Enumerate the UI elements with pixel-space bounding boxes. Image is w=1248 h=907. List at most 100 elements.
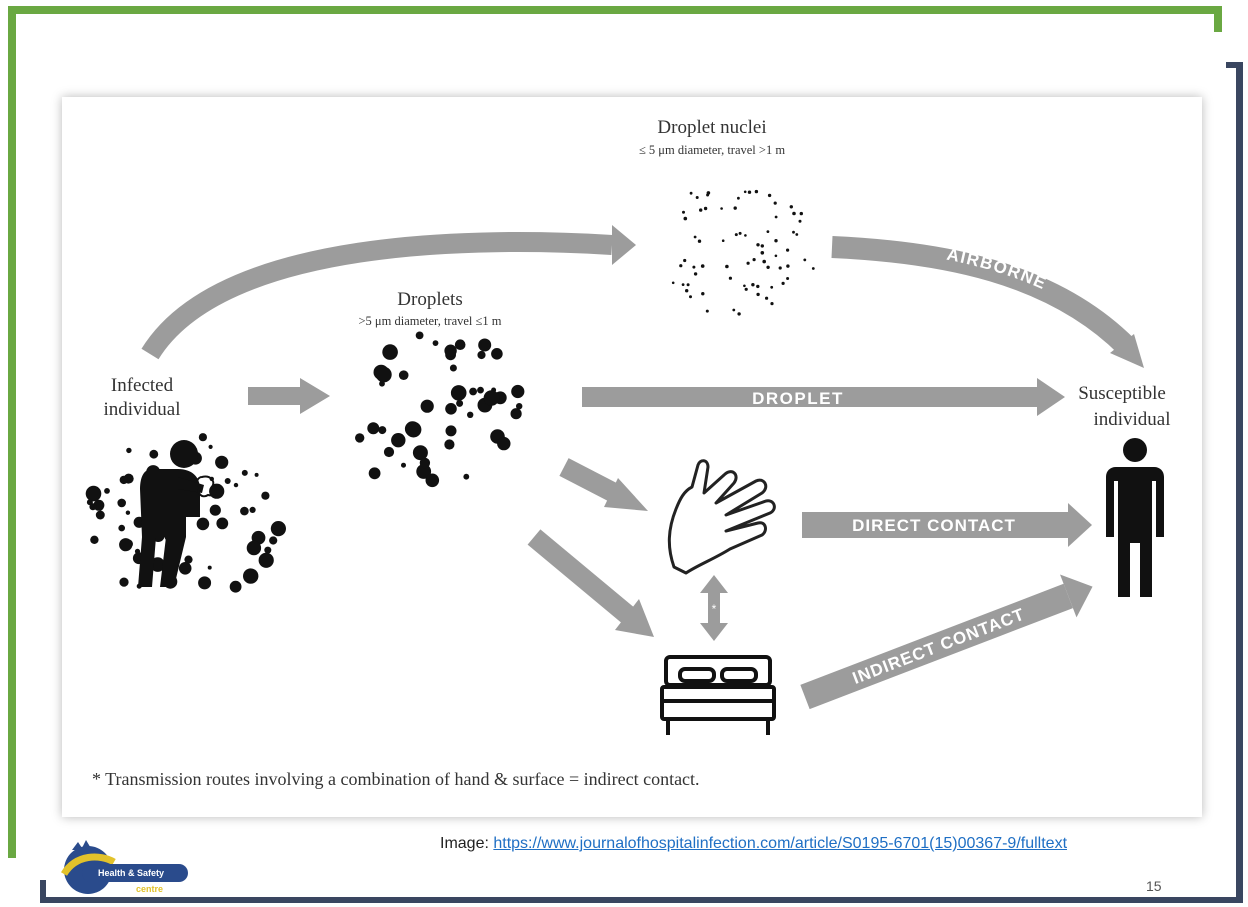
infected-particle xyxy=(125,510,131,515)
arrow-airborne-head xyxy=(1110,334,1144,368)
droplet-nuclei-particle xyxy=(706,193,710,197)
infected-particle xyxy=(261,491,270,500)
droplet-particle xyxy=(367,422,380,435)
frame-border-right xyxy=(1236,62,1243,902)
droplet-nuclei-particle xyxy=(781,281,785,285)
arrow-droplets-to-hand-head xyxy=(604,478,648,511)
arrow-direct-contact-head xyxy=(1068,503,1092,547)
route-label-direct-contact: DIRECT CONTACT xyxy=(852,516,1016,535)
infected-particle xyxy=(119,538,133,552)
droplet-nuclei-particle xyxy=(766,230,770,234)
droplet-nuclei-particle xyxy=(760,244,764,248)
droplet-nuclei-particle xyxy=(738,231,742,235)
droplet-nuclei-particle xyxy=(803,258,807,262)
frame-border-bottom-left xyxy=(40,880,46,903)
droplet-particle xyxy=(491,348,503,360)
infected-particle xyxy=(104,488,110,494)
droplet-nuclei-particle xyxy=(786,277,790,280)
droplet-nuclei-particle xyxy=(681,283,685,286)
arrow-infected-to-droplets-head xyxy=(300,378,330,414)
droplet-nuclei-particle xyxy=(737,312,741,316)
infected-particle xyxy=(246,540,262,556)
droplet-nuclei-particle xyxy=(689,295,692,299)
droplet-particle xyxy=(511,384,525,399)
arrow-hand-bed-down-head xyxy=(700,623,728,641)
droplet-particle xyxy=(415,331,424,340)
infected-particle xyxy=(249,506,256,513)
droplet-nuclei-particle xyxy=(693,272,698,276)
infected-particle xyxy=(85,485,102,502)
droplet-nuclei-particle xyxy=(693,235,697,239)
infected-particle xyxy=(196,517,210,531)
droplet-particle xyxy=(378,426,387,435)
droplet-particle xyxy=(477,386,484,394)
droplet-particle xyxy=(444,344,457,357)
droplet-particle xyxy=(478,338,492,352)
droplet-nuclei-particle xyxy=(725,264,729,269)
droplet-nuclei-particle xyxy=(770,302,774,306)
droplet-particle xyxy=(382,344,398,360)
logo-text-main: Health & Safety xyxy=(98,868,164,878)
infected-particle xyxy=(178,562,192,575)
droplet-nuclei-particle xyxy=(689,191,693,195)
arrow-droplet-head xyxy=(1037,378,1065,416)
infected-particle xyxy=(243,568,259,584)
infected-particle xyxy=(119,577,129,587)
droplet-nuclei-particle xyxy=(743,190,747,194)
droplet-nuclei-particle xyxy=(720,207,723,210)
droplet-nuclei-particles xyxy=(671,189,815,316)
droplet-particle xyxy=(425,473,440,488)
arrow-infected-to-nuclei xyxy=(141,232,613,360)
droplet-nuclei-particle xyxy=(733,206,737,210)
droplet-particle xyxy=(398,370,409,381)
droplet-nuclei-particle xyxy=(732,308,736,312)
droplet-particle xyxy=(375,366,392,383)
droplet-nuclei-particle xyxy=(703,206,708,211)
droplet-nuclei-particle xyxy=(700,264,705,268)
arrow-infected-to-droplets xyxy=(248,387,300,405)
arrow-direct-contact xyxy=(802,512,1068,538)
droplet-nuclei-particle xyxy=(792,230,795,234)
arrow-droplet xyxy=(582,387,1037,407)
droplet-nuclei-particle xyxy=(683,258,687,263)
susceptible-label-line1: Susceptible xyxy=(1078,383,1166,404)
droplet-nuclei-particle xyxy=(798,219,802,223)
droplet-nuclei-particle xyxy=(767,193,772,198)
droplet-nuclei-particle xyxy=(701,292,705,296)
arrow-infected-to-nuclei-head xyxy=(612,225,636,265)
droplet-nuclei-particle xyxy=(774,239,778,243)
infected-particle xyxy=(209,483,225,499)
infected-particle xyxy=(90,535,99,544)
source-link[interactable]: https://www.journalofhospitalinfection.c… xyxy=(493,835,1068,852)
infected-particle xyxy=(229,580,242,593)
droplet-nuclei-particle xyxy=(734,233,738,237)
infected-particle xyxy=(233,482,239,488)
infected-label-line2: individual xyxy=(103,399,181,420)
infected-particle xyxy=(198,576,212,590)
droplet-nuclei-particle xyxy=(765,296,769,300)
droplet-nuclei-particle xyxy=(756,284,760,289)
droplet-particle xyxy=(445,403,457,415)
droplet-particle xyxy=(454,339,466,350)
frame-accent-top-right xyxy=(1214,6,1222,32)
droplet-nuclei-particle xyxy=(789,205,793,209)
transmission-diagram: AIRBORNE DROPLET * DIRECT CONTACT INDIRE… xyxy=(62,97,1202,817)
diagram-footnote: * Transmission routes involving a combin… xyxy=(92,769,700,789)
droplet-nuclei-title: Droplet nuclei xyxy=(657,117,767,138)
droplet-particle xyxy=(416,464,432,479)
droplet-nuclei-particle xyxy=(766,265,770,269)
arrow-airborne xyxy=(831,236,1135,355)
droplet-nuclei-particle xyxy=(692,265,696,269)
droplet-nuclei-particle xyxy=(695,196,699,199)
droplet-nuclei-particle xyxy=(744,234,747,237)
logo-text-sub: centre xyxy=(136,884,163,894)
droplet-particles xyxy=(355,331,525,488)
droplet-nuclei-particle xyxy=(795,233,799,236)
droplet-nuclei-particle xyxy=(751,283,755,287)
infected-particle xyxy=(118,524,125,532)
infected-particle xyxy=(208,444,213,449)
frame-border-bottom xyxy=(40,897,1243,903)
hand-icon xyxy=(667,459,776,575)
droplet-particle xyxy=(456,399,464,407)
infected-particle xyxy=(117,498,126,508)
